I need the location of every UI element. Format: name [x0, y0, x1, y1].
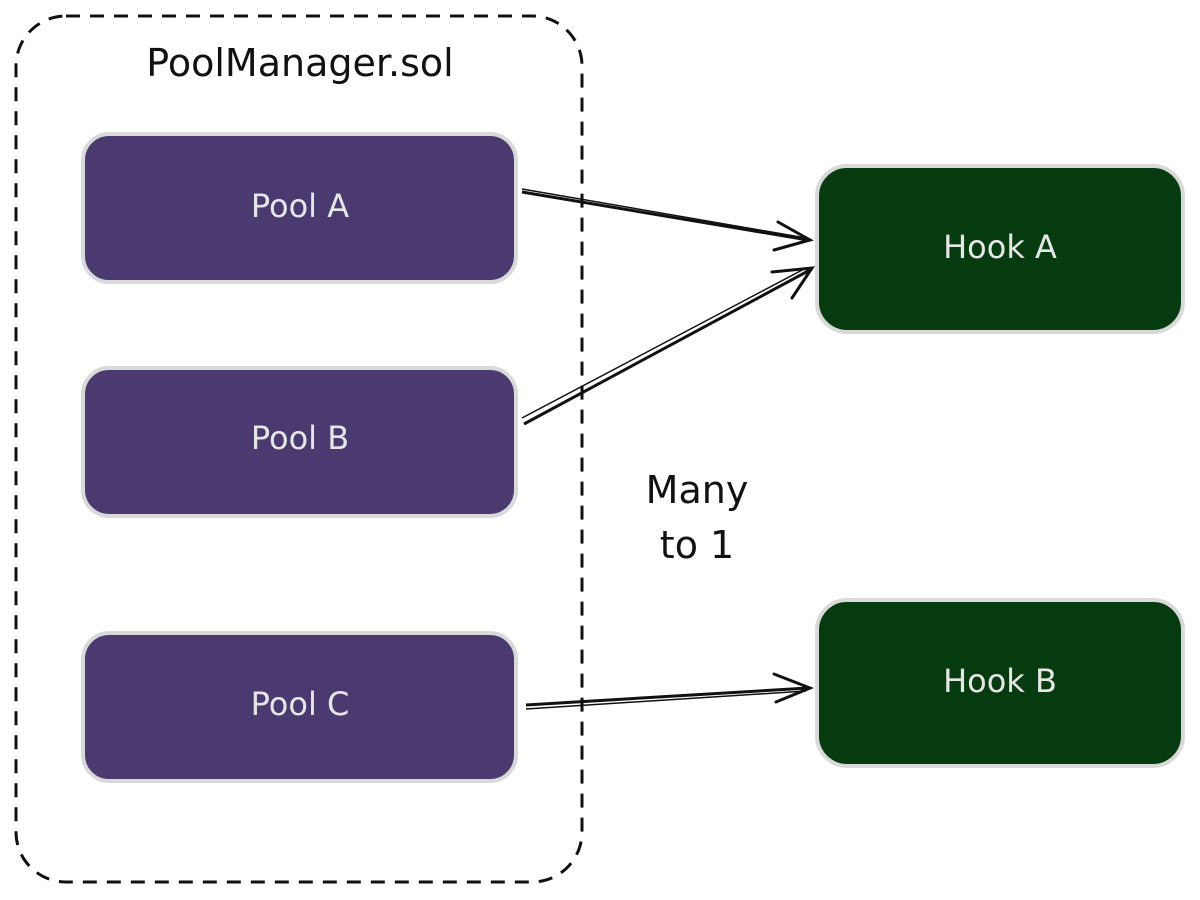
edge-pool-b-hook-a — [521, 266, 816, 426]
container-border — [14, 14, 584, 884]
edge-pool-a-hook-a-arrowhead — [772, 220, 814, 252]
container-title: PoolManager.sol — [146, 41, 453, 85]
edge-pool-b-hook-a-line-2 — [521, 267, 807, 419]
hook-a-label: Hook A — [943, 228, 1057, 266]
pool-a-node[interactable]: Pool A — [81, 132, 518, 284]
hook-b-label: Hook B — [943, 662, 1057, 700]
pool-b-box[interactable] — [81, 366, 518, 518]
pool-c-label: Pool C — [251, 685, 350, 723]
pool-b-node[interactable]: Pool B — [81, 366, 518, 518]
edge-pool-b-hook-a-line — [523, 268, 811, 426]
hook-b-box[interactable] — [815, 598, 1185, 768]
edge-pool-b-hook-a-arrowhead — [770, 266, 816, 300]
pool-manager-container: PoolManager.sol — [14, 14, 584, 884]
many-to-one-annotation: Many to 1 — [646, 468, 749, 567]
annotation-line-2: to 1 — [660, 523, 734, 567]
pool-b-label: Pool B — [251, 419, 349, 457]
hook-a-node[interactable]: Hook A — [815, 164, 1185, 334]
edge-pool-c-hook-b-line — [525, 686, 809, 707]
pool-c-node[interactable]: Pool C — [81, 631, 518, 783]
pool-c-box[interactable] — [81, 631, 518, 783]
hook-a-box[interactable] — [815, 164, 1185, 334]
edge-pool-c-hook-b-arrowhead — [772, 672, 815, 704]
pool-a-box[interactable] — [81, 132, 518, 284]
hook-b-node[interactable]: Hook B — [815, 598, 1185, 768]
edge-pool-a-hook-a — [521, 188, 814, 252]
pool-a-label: Pool A — [251, 187, 349, 225]
edge-pool-a-hook-a-line — [521, 190, 809, 242]
edge-pool-c-hook-b — [525, 672, 815, 710]
edge-pool-a-hook-a-line-2 — [521, 188, 807, 239]
annotation-line-1: Many — [646, 468, 749, 512]
edge-pool-c-hook-b-line-2 — [525, 690, 807, 710]
